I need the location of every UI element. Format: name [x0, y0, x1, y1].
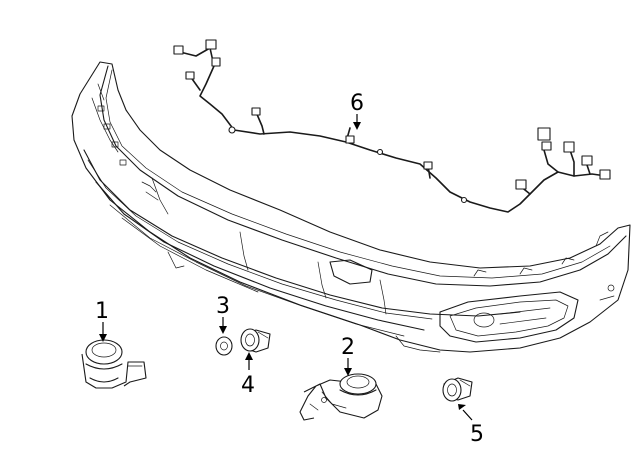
- callout-5: 5: [458, 404, 484, 447]
- callout-1: 1: [95, 299, 109, 342]
- svg-text:4: 4: [241, 373, 255, 398]
- front-bumper-fascia: [71, 61, 631, 353]
- sensor-retainer-4: [240, 328, 271, 353]
- callout-6: 6: [350, 91, 364, 130]
- callout-4: 4: [241, 352, 255, 398]
- wiring-harness: [173, 39, 611, 213]
- callout-2: 2: [341, 335, 355, 376]
- svg-text:2: 2: [341, 335, 355, 360]
- washer: [215, 336, 233, 356]
- callout-3: 3: [216, 294, 230, 334]
- svg-text:5: 5: [470, 422, 484, 447]
- harness-connector: [173, 45, 184, 55]
- park-sensor-bracket: [299, 373, 383, 421]
- svg-text:1: 1: [95, 299, 109, 324]
- sensor-retainer-5: [442, 377, 473, 402]
- svg-text:6: 6: [350, 91, 364, 116]
- svg-text:3: 3: [216, 294, 230, 319]
- park-sensor: [81, 339, 147, 389]
